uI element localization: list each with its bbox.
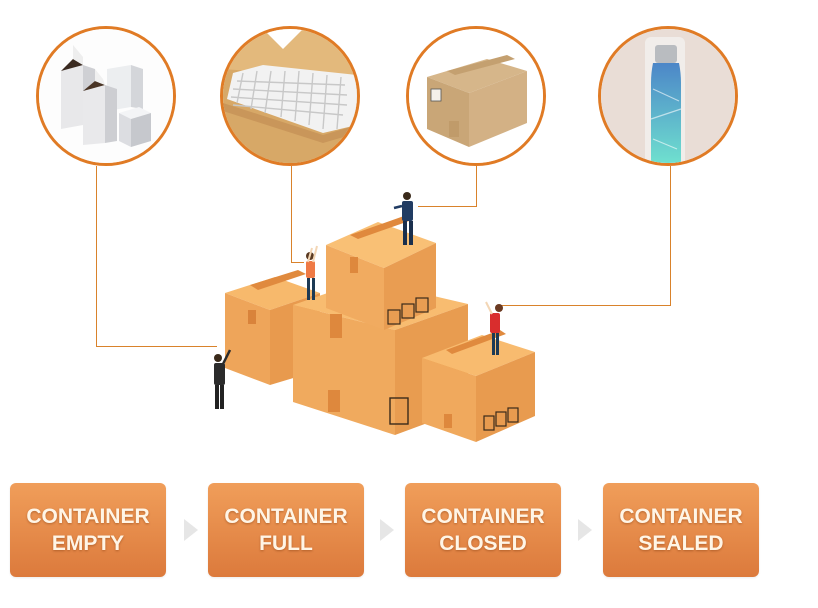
connector-line-closed xyxy=(418,166,477,207)
arrow-right-icon xyxy=(578,519,592,541)
stage-image-sealed xyxy=(598,26,738,166)
step-label-line2: CLOSED xyxy=(439,532,527,555)
person-red-shirt xyxy=(485,301,503,355)
stage-image-full xyxy=(220,26,360,166)
person-black-suit xyxy=(214,349,232,409)
person-navy-suit xyxy=(393,192,413,245)
step-label-line1: CONTAINER xyxy=(619,505,743,528)
closed-cardboard-box-icon xyxy=(409,29,543,163)
step-label-line1: CONTAINER xyxy=(421,505,545,528)
step-container-empty: CONTAINER EMPTY xyxy=(10,483,166,577)
white-empty-boxes-icon xyxy=(39,29,173,163)
person-orange-shirt xyxy=(306,245,318,300)
arrow-right-icon xyxy=(184,519,198,541)
connector-line-empty xyxy=(96,166,217,347)
step-label-line2: EMPTY xyxy=(51,532,125,555)
box-right xyxy=(422,330,535,442)
step-label-line2: FULL xyxy=(259,532,313,555)
bottle-in-plastic-wrap-icon xyxy=(601,29,735,163)
stage-image-empty xyxy=(36,26,176,166)
step-container-closed: CONTAINER CLOSED xyxy=(405,483,561,577)
step-container-sealed: CONTAINER SEALED xyxy=(603,483,759,577)
step-label-line1: CONTAINER xyxy=(26,505,150,528)
box-pile-illustration xyxy=(214,192,535,442)
box-with-dividers-icon xyxy=(223,29,357,163)
arrow-right-icon xyxy=(380,519,394,541)
connector-line-full xyxy=(291,166,304,263)
stage-image-closed xyxy=(406,26,546,166)
box-top xyxy=(326,216,436,330)
step-label-line1: CONTAINER xyxy=(224,505,348,528)
step-container-full: CONTAINER FULL xyxy=(208,483,364,577)
connector-line-sealed xyxy=(500,166,671,306)
step-label-line2: SEALED xyxy=(638,532,724,555)
